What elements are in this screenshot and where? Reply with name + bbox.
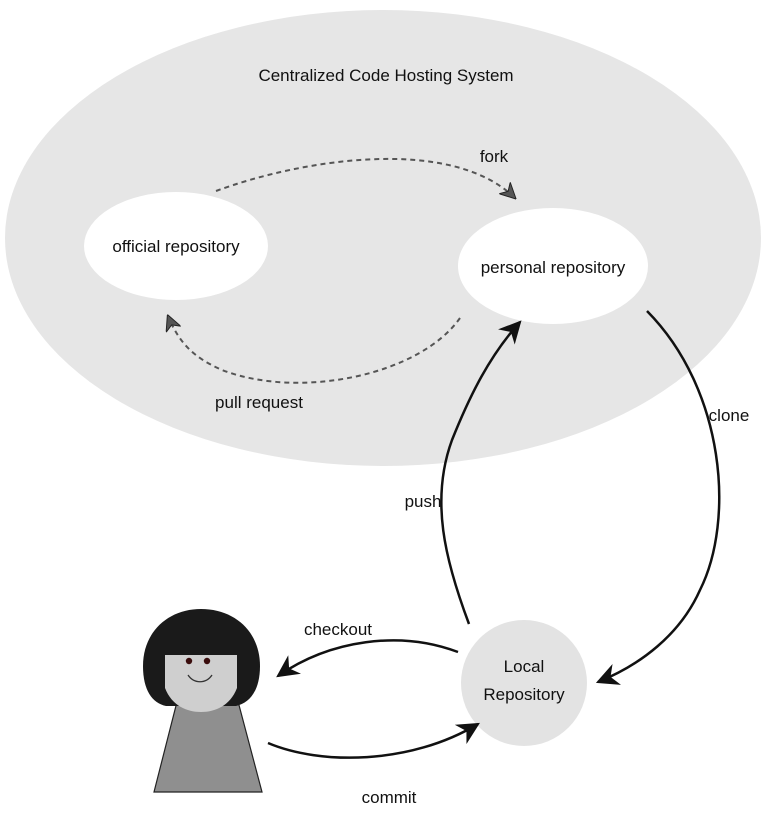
- developer-face: [165, 655, 237, 712]
- checkout-label: checkout: [304, 620, 372, 639]
- official-repository-node: [84, 192, 268, 300]
- pull-request-arrow: [168, 316, 461, 384]
- developer-smile: [187, 674, 213, 683]
- personal-repository-node: [458, 208, 648, 324]
- centralized-system-area: [5, 10, 761, 466]
- clone-label: clone: [709, 406, 750, 425]
- fork-label: fork: [480, 147, 509, 166]
- pull-request-label: pull request: [215, 393, 303, 412]
- local-repository-label-line1: Local: [504, 657, 545, 676]
- developer-right-eye: [203, 657, 211, 665]
- push-arrow: [440, 320, 522, 625]
- official-repository-label: official repository: [112, 237, 240, 256]
- developer-left-eye: [185, 657, 193, 665]
- checkout-arrow: [276, 639, 459, 678]
- personal-repository-label: personal repository: [481, 258, 626, 277]
- developer-figure: [143, 609, 263, 793]
- commit-arrow: [267, 722, 480, 759]
- fork-arrow: [215, 157, 515, 198]
- system-title: Centralized Code Hosting System: [258, 66, 513, 85]
- commit-label: commit: [362, 788, 417, 807]
- local-repository-node: [461, 620, 587, 746]
- push-label: push: [405, 492, 442, 511]
- local-repository-label-line2: Repository: [483, 685, 565, 704]
- clone-arrow: [595, 310, 721, 685]
